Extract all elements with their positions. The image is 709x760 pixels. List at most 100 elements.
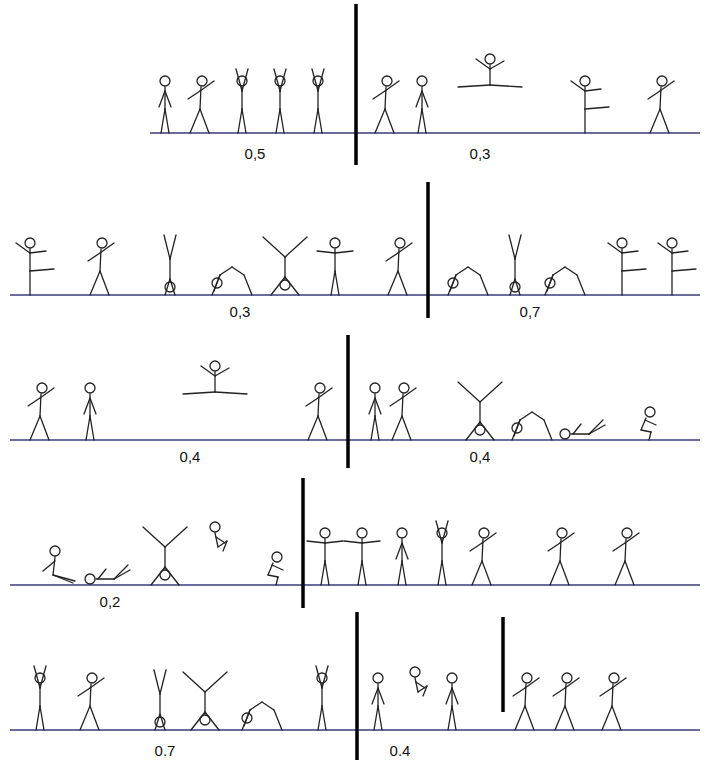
figure-limb (386, 253, 398, 261)
figure-limb (200, 109, 209, 133)
gymnast-figure (470, 528, 496, 585)
score-value: 0,3 (228, 303, 253, 320)
figure-limb (490, 85, 522, 87)
figure-limb (385, 109, 394, 133)
figure-limb (373, 91, 385, 99)
figure-limb (482, 561, 491, 585)
gymnast-figure (446, 673, 458, 730)
figure-limb (625, 561, 634, 585)
figure-limb (164, 87, 165, 109)
gymnast-figure (28, 383, 54, 440)
gymnast-figure (183, 361, 247, 394)
figure-limb (573, 424, 581, 434)
figure-limb (422, 91, 428, 107)
figure-limb (612, 706, 621, 730)
figure-limb (358, 561, 362, 585)
figure-limb (154, 670, 160, 694)
figure-limb (285, 237, 307, 257)
figure-head (522, 673, 532, 683)
figure-limb (236, 69, 242, 91)
figure-limb (276, 109, 280, 133)
gymnast-figure (608, 238, 646, 295)
figure-head (85, 574, 95, 584)
figure-limb (164, 547, 165, 569)
figure-limb (374, 706, 378, 730)
figure-limb (317, 251, 335, 253)
figure-limb (589, 425, 605, 434)
gymnast-figure (641, 407, 656, 440)
figure-limb (29, 271, 30, 295)
gymnast-figure (88, 238, 114, 295)
figure-limb (375, 398, 381, 414)
figure-limb (396, 543, 402, 559)
figure-head (272, 552, 282, 562)
gymnast-figure (188, 76, 214, 133)
figure-limb (43, 561, 55, 571)
gymnast-figure (16, 238, 54, 295)
figure-limb (250, 702, 262, 710)
figure-limb (34, 666, 40, 688)
figure-limb (316, 666, 322, 688)
figure-limb (438, 561, 442, 585)
figure-limb (331, 271, 335, 295)
gymnast-figure (78, 673, 104, 730)
figure-limb (200, 81, 214, 91)
gymnast-figure (306, 383, 332, 440)
figure-limb (480, 422, 494, 440)
figure-limb (53, 575, 73, 583)
figure-limb (658, 243, 672, 253)
figure-limb (510, 279, 515, 295)
figure-limb (398, 271, 407, 295)
figure-limb (322, 706, 326, 730)
figure-limb (306, 398, 318, 406)
figure-limb (271, 277, 285, 295)
figure-limb (90, 678, 104, 688)
figure-limb (160, 714, 165, 730)
figure-head (87, 673, 97, 683)
figure-limb (374, 394, 375, 416)
figure-head (667, 238, 677, 248)
figure-head (557, 528, 567, 538)
figure-head (320, 528, 330, 538)
gymnast-figure (154, 670, 166, 730)
figure-limb (448, 706, 452, 730)
gymnast-figure (34, 666, 46, 730)
figure-limb (244, 710, 250, 726)
figure-limb (335, 251, 353, 253)
figure-limb (100, 243, 114, 253)
figure-limb (272, 565, 283, 570)
figure-limb (645, 420, 656, 425)
gymnast-figure (369, 383, 381, 440)
figure-head (197, 76, 207, 86)
figure-limb (159, 694, 160, 716)
figure-head (37, 383, 47, 393)
figure-head (417, 76, 427, 86)
gymnast-figure (372, 673, 384, 730)
gymnast-figure (212, 267, 252, 295)
figure-limb (322, 666, 328, 688)
figure-limb (16, 243, 30, 253)
figure-limb (362, 541, 380, 543)
figure-limb (169, 259, 170, 281)
figure-limb (388, 271, 398, 295)
gymnast-figure (236, 69, 248, 133)
figure-head (357, 528, 367, 538)
figure-limb (274, 710, 282, 730)
figure-limb (280, 109, 284, 133)
gymnast-figures (16, 54, 696, 730)
figure-limb (114, 570, 130, 579)
figure-limb (190, 109, 200, 133)
figure-head (395, 238, 405, 248)
figure-limb (402, 543, 408, 559)
figure-limb (155, 714, 160, 730)
figure-limb (525, 706, 534, 730)
figure-limb (372, 688, 378, 704)
figure-limb (325, 561, 329, 585)
figure-limb (318, 109, 322, 133)
figure-limb (143, 527, 165, 547)
figure-limb (191, 712, 205, 730)
figure-limb (416, 682, 425, 688)
figure-limb (470, 543, 482, 551)
gymnast-figure (159, 76, 171, 133)
figure-limb (648, 91, 660, 99)
